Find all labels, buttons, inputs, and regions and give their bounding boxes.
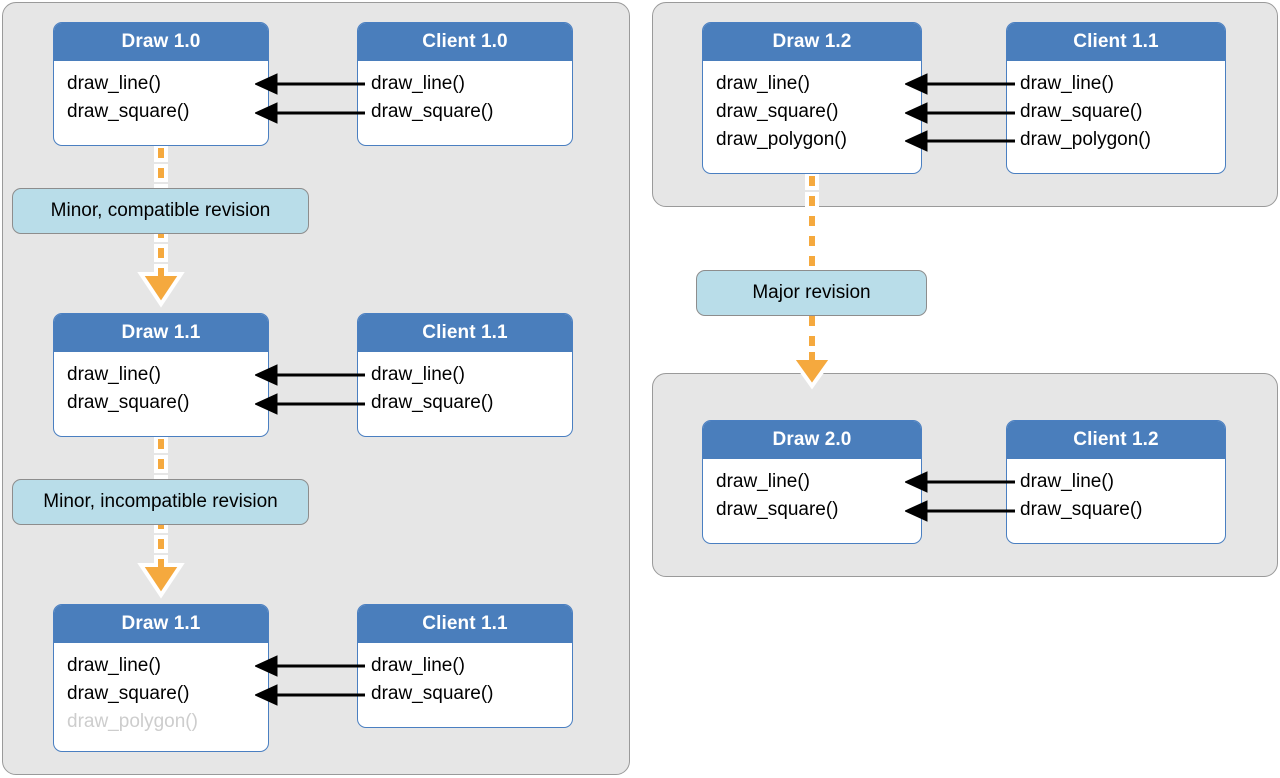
method-item: draw_polygon() — [1020, 129, 1151, 150]
class-box-title: Client 1.1 — [1007, 23, 1225, 61]
method-item: draw_square() — [67, 683, 190, 704]
method-item: draw_square() — [371, 101, 494, 122]
class-box-methods: draw_line() draw_square() — [54, 61, 268, 136]
class-box-methods: draw_line() draw_square() draw_polygon() — [703, 61, 921, 164]
revision-label-minor-compatible: Minor, compatible revision — [12, 188, 309, 234]
method-item: draw_line() — [716, 471, 810, 492]
class-box-methods: draw_line() draw_square() — [358, 352, 572, 427]
method-item: draw_square() — [716, 499, 839, 520]
method-item: draw_square() — [371, 683, 494, 704]
class-box-methods: draw_line() draw_square() draw_polygon() — [1007, 61, 1225, 164]
dependency-arrow-group-4 — [905, 70, 1015, 154]
class-box-draw-1-2[interactable]: Draw 1.2 draw_line() draw_square() draw_… — [702, 22, 922, 174]
method-item: draw_line() — [1020, 471, 1114, 492]
class-box-client-1-1-b[interactable]: Client 1.1 draw_line() draw_square() — [357, 604, 573, 728]
class-box-draw-2-0[interactable]: Draw 2.0 draw_line() draw_square() — [702, 420, 922, 544]
method-item: draw_square() — [716, 101, 839, 122]
method-item: draw_square() — [67, 392, 190, 413]
method-item: draw_line() — [371, 364, 465, 385]
class-box-methods: draw_line() draw_square() — [358, 61, 572, 136]
method-item-disabled: draw_polygon() — [67, 711, 198, 732]
class-box-title: Draw 2.0 — [703, 421, 921, 459]
class-box-draw-1-0[interactable]: Draw 1.0 draw_line() draw_square() — [53, 22, 269, 146]
method-item: draw_line() — [716, 73, 810, 94]
class-box-draw-1-1-a[interactable]: Draw 1.1 draw_line() draw_square() — [53, 313, 269, 437]
class-box-methods: draw_line() draw_square() — [703, 459, 921, 534]
class-box-title: Draw 1.1 — [54, 314, 268, 352]
method-item: draw_square() — [1020, 101, 1143, 122]
dependency-arrow-group-3 — [255, 652, 365, 707]
class-box-draw-1-1-b[interactable]: Draw 1.1 draw_line() draw_square() draw_… — [53, 604, 269, 752]
class-box-title: Client 1.1 — [358, 314, 572, 352]
method-item: draw_line() — [67, 655, 161, 676]
class-box-title: Draw 1.0 — [54, 23, 268, 61]
revision-label-text: Minor, incompatible revision — [43, 491, 278, 512]
revision-label-text: Major revision — [752, 282, 871, 303]
class-box-methods: draw_line() draw_square() — [54, 352, 268, 427]
class-box-title: Client 1.1 — [358, 605, 572, 643]
class-box-title: Client 1.2 — [1007, 421, 1225, 459]
revision-label-text: Minor, compatible revision — [50, 200, 271, 221]
class-box-title: Client 1.0 — [358, 23, 572, 61]
class-box-client-1-1-a[interactable]: Client 1.1 draw_line() draw_square() — [357, 313, 573, 437]
class-box-methods: draw_line() draw_square() draw_polygon() — [54, 643, 268, 746]
method-item: draw_line() — [371, 655, 465, 676]
dependency-arrow-group-5 — [905, 468, 1015, 523]
dependency-arrow-group-2 — [255, 361, 365, 416]
method-item: draw_square() — [371, 392, 494, 413]
class-box-client-1-1-c[interactable]: Client 1.1 draw_line() draw_square() dra… — [1006, 22, 1226, 174]
method-item: draw_line() — [371, 73, 465, 94]
class-box-title: Draw 1.1 — [54, 605, 268, 643]
method-item: draw_square() — [67, 101, 190, 122]
method-item: draw_polygon() — [716, 129, 847, 150]
method-item: draw_line() — [67, 73, 161, 94]
method-item: draw_line() — [67, 364, 161, 385]
class-box-methods: draw_line() draw_square() — [1007, 459, 1225, 534]
class-box-methods: draw_line() draw_square() — [358, 643, 572, 718]
class-box-client-1-0[interactable]: Client 1.0 draw_line() draw_square() — [357, 22, 573, 146]
class-box-title: Draw 1.2 — [703, 23, 921, 61]
method-item: draw_square() — [1020, 499, 1143, 520]
class-box-client-1-2[interactable]: Client 1.2 draw_line() draw_square() — [1006, 420, 1226, 544]
revision-label-minor-incompatible: Minor, incompatible revision — [12, 479, 309, 525]
revision-label-major: Major revision — [696, 270, 927, 316]
dependency-arrow-group-1 — [255, 70, 365, 125]
method-item: draw_line() — [1020, 73, 1114, 94]
